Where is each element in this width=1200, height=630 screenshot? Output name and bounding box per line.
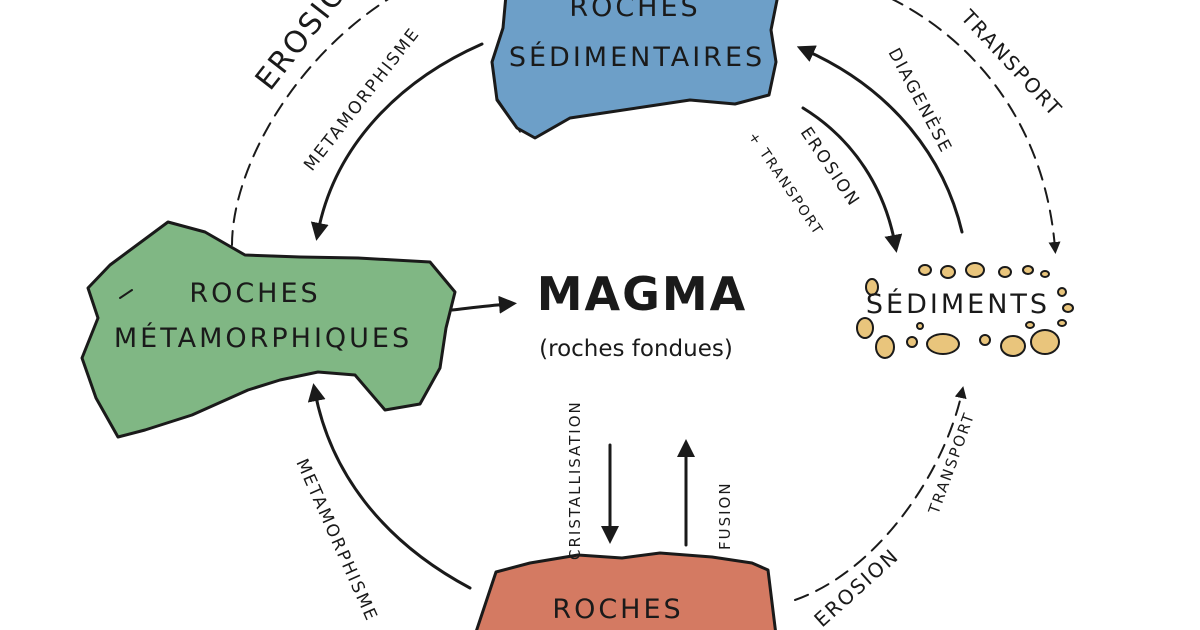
sedimentary-rocks-label-line1: Roches <box>569 0 700 23</box>
arrow-erosion-inner <box>801 106 903 253</box>
arc-transport-top-right <box>891 0 1061 254</box>
sedimentary-rocks-node: Roches Sédimentaires <box>490 0 779 140</box>
magma-node: Magma (roches fondues) <box>537 267 748 362</box>
arrow-diagenese <box>796 45 964 234</box>
metamorphic-rocks-node: Roches Métamorphiques <box>80 220 457 439</box>
label-fusion: Fusion <box>716 481 734 550</box>
process-arrows <box>307 42 964 590</box>
sediments-label: Sédiments <box>866 288 1050 320</box>
label-metamorphisme-top: Metamorphisme <box>300 24 424 175</box>
magmatic-rocks-shape <box>475 551 777 630</box>
arrow-metamorphic-to-magma <box>450 295 517 314</box>
magma-subtitle: (roches fondues) <box>539 336 733 362</box>
sedimentary-rocks-label-line2: Sédimentaires <box>509 41 765 73</box>
magmatic-rocks-label-line1: Roches <box>552 594 683 625</box>
outer-dashed-arcs <box>231 0 1061 601</box>
arc-erosion-top-left <box>231 0 389 246</box>
metamorphic-rocks-shape <box>80 220 457 439</box>
label-erosion-top-left: Erosion <box>249 0 370 97</box>
arc-erosion-transport-bottom-right <box>794 386 967 601</box>
metamorphic-rocks-label-line2: Métamorphiques <box>114 322 412 354</box>
sedimentary-rocks-shape <box>490 0 779 140</box>
magmatic-rocks-node: Roches <box>475 551 777 630</box>
magma-title: Magma <box>537 267 748 321</box>
label-transport-top-right: Transport <box>956 4 1068 121</box>
label-cristallisation: Cristallisation <box>566 400 584 560</box>
label-metamorphisme-bottom: Metamorphisme <box>291 456 381 625</box>
arrow-metamorphisme-bottom <box>307 383 472 590</box>
label-erosion-inner: Erosion <box>796 124 864 211</box>
sediment-grains <box>856 262 1074 359</box>
arrow-metamorphisme-top <box>310 42 484 241</box>
metamorphic-rocks-label-line1: Roches <box>189 278 320 309</box>
sediments-node: Sédiments <box>856 262 1074 359</box>
